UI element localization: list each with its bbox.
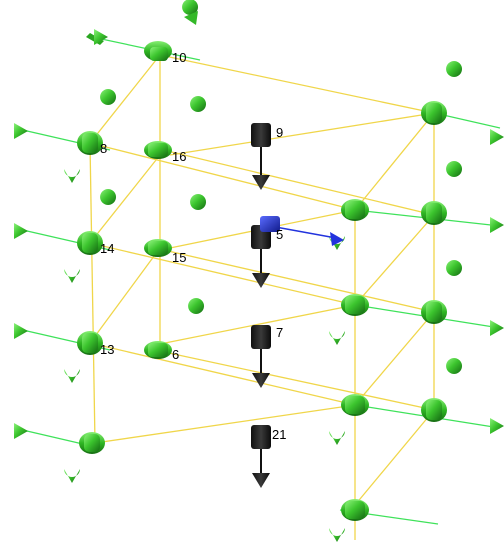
node-label: 10 xyxy=(172,50,186,65)
supports-layer xyxy=(14,0,504,542)
frame-edge xyxy=(159,54,435,114)
node-label: 16 xyxy=(172,149,186,164)
node-label: 9 xyxy=(276,125,283,140)
fixed-support-icon[interactable] xyxy=(144,96,207,159)
frame-edge xyxy=(154,349,435,411)
frame-edge xyxy=(354,214,435,306)
node-label: 7 xyxy=(276,325,283,340)
frame-edge xyxy=(89,142,356,211)
frame-edge xyxy=(89,154,161,244)
frame-edge xyxy=(154,247,435,313)
frame-edge xyxy=(169,112,435,156)
node-label: 13 xyxy=(100,342,114,357)
fixed-support-icon[interactable] xyxy=(421,260,504,336)
node-label: 5 xyxy=(276,227,283,242)
node-label: 21 xyxy=(272,427,286,442)
node-label: 6 xyxy=(172,347,179,362)
frame-edge xyxy=(89,142,96,444)
frame-edge xyxy=(89,242,356,306)
nodal-load-icon[interactable] xyxy=(251,425,271,488)
fixed-support-icon[interactable] xyxy=(14,423,105,483)
fixed-support-icon[interactable] xyxy=(86,0,198,61)
fixed-support-icon[interactable] xyxy=(14,323,103,383)
frame-edge xyxy=(154,147,435,216)
frame-edge xyxy=(89,54,161,144)
frame-edge xyxy=(89,342,356,406)
nodal-load-icon[interactable] xyxy=(251,225,271,288)
frame-edge xyxy=(354,112,435,211)
fixed-support-icon[interactable] xyxy=(329,394,369,445)
node-labels: 10 8 16 14 15 13 6 9 5 7 21 xyxy=(100,50,286,442)
frame-edge xyxy=(89,247,161,344)
frame-edge xyxy=(354,409,435,506)
fixed-support-icon[interactable] xyxy=(14,89,117,183)
node-label: 15 xyxy=(172,250,186,265)
nodal-load-icon[interactable] xyxy=(251,123,271,190)
nodal-load-icon[interactable] xyxy=(251,325,271,388)
loads-layer xyxy=(251,123,344,488)
frame-edge xyxy=(354,311,435,406)
fixed-support-icon[interactable] xyxy=(144,194,207,257)
fixed-support-icon[interactable] xyxy=(329,294,369,345)
fixed-support-icon[interactable] xyxy=(329,199,369,250)
fixed-support-icon[interactable] xyxy=(329,499,369,542)
moment-icon[interactable] xyxy=(260,216,344,246)
fixed-support-icon[interactable] xyxy=(421,161,504,233)
fixed-support-icon[interactable] xyxy=(421,358,504,434)
fixed-support-icon[interactable] xyxy=(421,61,504,145)
frame-edge xyxy=(94,404,356,444)
node-label: 14 xyxy=(100,241,114,256)
node-label: 8 xyxy=(100,141,107,156)
fixed-support-icon[interactable] xyxy=(144,298,205,359)
fixed-support-icon[interactable] xyxy=(14,189,117,283)
